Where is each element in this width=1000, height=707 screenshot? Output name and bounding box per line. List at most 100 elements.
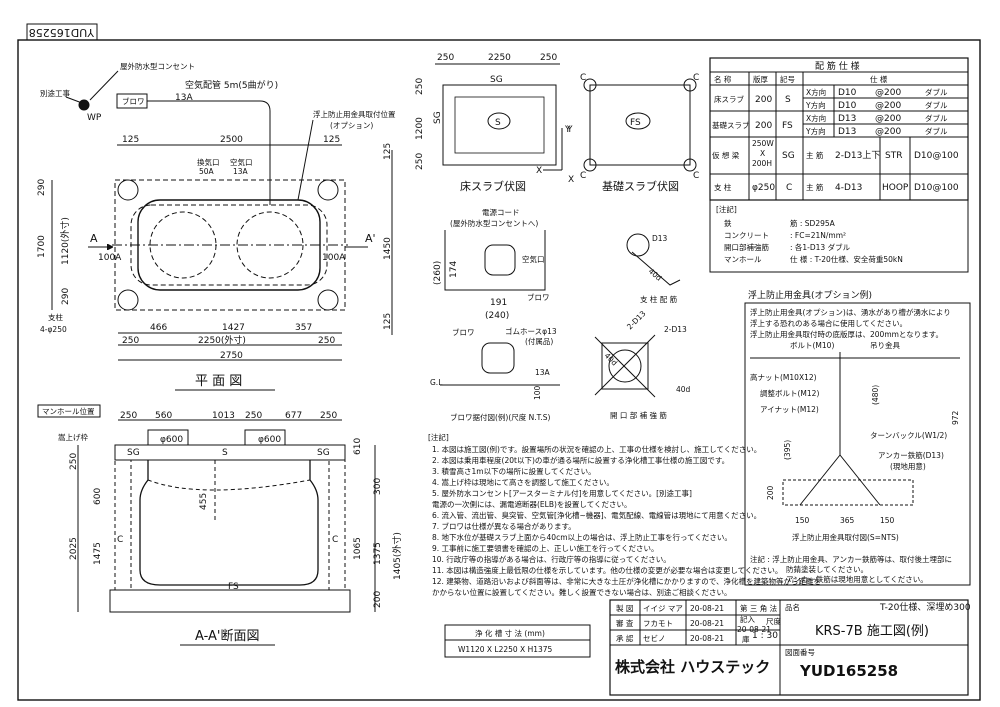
dim-174: 174 — [449, 261, 459, 278]
blower-label-2: ブロワ — [452, 327, 475, 337]
fl-dim-1200: 1200 — [415, 117, 425, 140]
drain-label: 換気口 — [197, 157, 220, 167]
rn2a: 開口部補強筋 — [724, 242, 769, 252]
opening-40d-b: 40d — [676, 385, 691, 394]
r1-name: 基礎スラブ — [712, 120, 750, 130]
dim-125-r1: 125 — [383, 143, 393, 160]
opening-square — [601, 342, 649, 390]
post-2 — [317, 179, 339, 201]
stamp-number: YUD165258 — [29, 26, 95, 39]
sec-dim-2025: 2025 — [69, 537, 79, 560]
rebar-notes-title: [注記] — [716, 204, 737, 214]
tb-rev-3: 庫 — [742, 634, 750, 644]
general-notes: [注記] 1. 本図は施工図(例)です。設置場所の状況を確認の上、工事の仕様を検… — [428, 432, 821, 597]
post-row-mark: C — [786, 183, 792, 193]
note-3: 4. 嵩上げ枠は現地にて高さを調整して施工ください。 — [432, 477, 614, 487]
rn0a: 鉄 — [724, 218, 732, 228]
note-12: 12. 建築物、道路沿いおよび斜面等は、非常に大きな土圧が浄化槽にかかりますので… — [432, 576, 821, 586]
fs-label: FS — [228, 582, 239, 592]
blower-label-1: ブロワ — [527, 292, 550, 302]
blower-install-title: ブロワ据付図(例)(尺度 N.T.S) — [450, 412, 550, 422]
post-row-main-spec: 4-D13 — [835, 183, 862, 193]
fd-c3: C — [580, 171, 586, 181]
found-post-2 — [683, 78, 697, 92]
sg-left: SG — [127, 448, 140, 458]
tb-r3-date: 20-08-21 — [690, 634, 724, 643]
post-row-main: 主 筋 — [806, 182, 824, 192]
dim-1427: 1427 — [222, 323, 245, 333]
af-base-slab — [782, 479, 914, 506]
fl-dim-2250: 2250 — [488, 53, 511, 63]
af-anchor-1: アンカー鉄筋(D13) — [878, 450, 944, 460]
floor-slab-plan: 250 2250 250 SG SG 250 1200 250 S X Y 床ス… — [415, 53, 571, 193]
blower-100: 100 — [533, 385, 542, 400]
tb-r1-date: 20-08-21 — [690, 604, 724, 613]
af-caption: 浮上防止用金具取付図(S=NTS) — [792, 532, 899, 542]
slab-outline — [114, 179, 346, 311]
tb-scale-label: 尺度 — [766, 616, 781, 626]
af-dim-365: 365 — [840, 516, 855, 525]
sec-dim-250b: 250 — [245, 411, 262, 421]
note-1: 2. 本図は乗用車程度(20t以下)の車が通る場所に設置する浄化槽工事仕様の施工… — [432, 455, 729, 465]
af-adj-bolt: 調整ボルト(M12) — [760, 388, 819, 398]
sg-right: SG — [317, 448, 330, 458]
r1-pitch2: @200 — [875, 127, 901, 137]
dim-290-top: 290 — [37, 179, 47, 196]
beam-sub-spec: D10@100 — [914, 151, 959, 161]
section-title: A-A'断面図 — [195, 629, 259, 644]
sec-l-250: 250 — [69, 453, 79, 470]
found-post-1 — [583, 78, 597, 92]
rn3a: マンホール — [724, 255, 762, 264]
dim-1120: 1120(外寸) — [59, 217, 71, 265]
fl-sg-side: SG — [433, 111, 443, 124]
dim-125-left: 125 — [122, 135, 139, 145]
sec-dim-1375: 1375 — [373, 542, 383, 565]
af-dim-150b: 150 — [880, 516, 895, 525]
opening-rebar-detail: 2-D13 2-D13 40d 40d 開 口 部 補 強 筋 — [594, 309, 691, 420]
blower-pit — [444, 230, 546, 291]
post-rebar-detail: D13 40d 支 柱 配 筋 — [626, 233, 681, 304]
r1-dir1: X方向 — [806, 113, 826, 123]
post-spec: 4-φ250 — [40, 325, 67, 334]
tb-product-label: 品名 — [785, 602, 800, 612]
af-bolt-m10: ボルト(M10) — [790, 341, 834, 350]
c-left: C — [117, 535, 123, 545]
af-eye-nut: アイナット(M12) — [760, 405, 819, 414]
sec-dim-600: 600 — [93, 488, 103, 505]
cord-label: 電源コード — [482, 208, 520, 217]
post-label: 支柱 — [48, 312, 63, 322]
section-view: マンホール位置 250 560 1013 250 677 250 φ600 φ6… — [37, 404, 403, 646]
stamp-box — [26, 23, 98, 41]
tb-drawing-no: YUD165258 — [799, 662, 898, 680]
fd-center-label: FS — [630, 118, 641, 128]
fd-c1: C — [580, 73, 586, 83]
drain-size: 50A — [199, 167, 215, 176]
af-desc-1: 浮上する恐れのある場合に使用してください。 — [750, 318, 907, 328]
post-1 — [117, 179, 139, 201]
fd-c2: C — [693, 73, 699, 83]
beam-size1: 250W — [752, 139, 774, 148]
dim-290-bottom: 290 — [61, 288, 71, 305]
hose-sub: (付属品) — [525, 336, 553, 346]
sec-dim-250c: 250 — [320, 411, 337, 421]
post-row-sub-spec: D10@100 — [914, 183, 959, 193]
dim-240: (240) — [485, 311, 509, 321]
sec-dim-300: 300 — [373, 478, 383, 495]
fl-x-label: X — [536, 166, 542, 176]
dim-466: 466 — [150, 323, 167, 333]
phi600-a: φ600 — [160, 435, 183, 445]
tb-r1-role: 製 図 — [616, 603, 633, 613]
dim-2750: 2750 — [220, 351, 243, 361]
wp-outlet-icon — [78, 99, 90, 111]
section-mark-a-prime: A' — [365, 232, 376, 245]
sec-dim-1065: 1065 — [353, 537, 363, 560]
note-2: 3. 積雪高さ1m以下の場所に設置してください。 — [432, 466, 596, 476]
dim-1700: 1700 — [37, 235, 47, 258]
post-3 — [117, 289, 139, 311]
fd-c4: C — [693, 171, 699, 181]
af-dim-200: 200 — [766, 485, 775, 500]
tb-r2-name: フカモト — [643, 619, 673, 628]
foundation-slab-section — [109, 589, 351, 613]
rebar-table: 配 筋 仕 様 名 称 版厚 記号 仕 様 床スラブ 200 S X方向 D10… — [709, 57, 969, 273]
